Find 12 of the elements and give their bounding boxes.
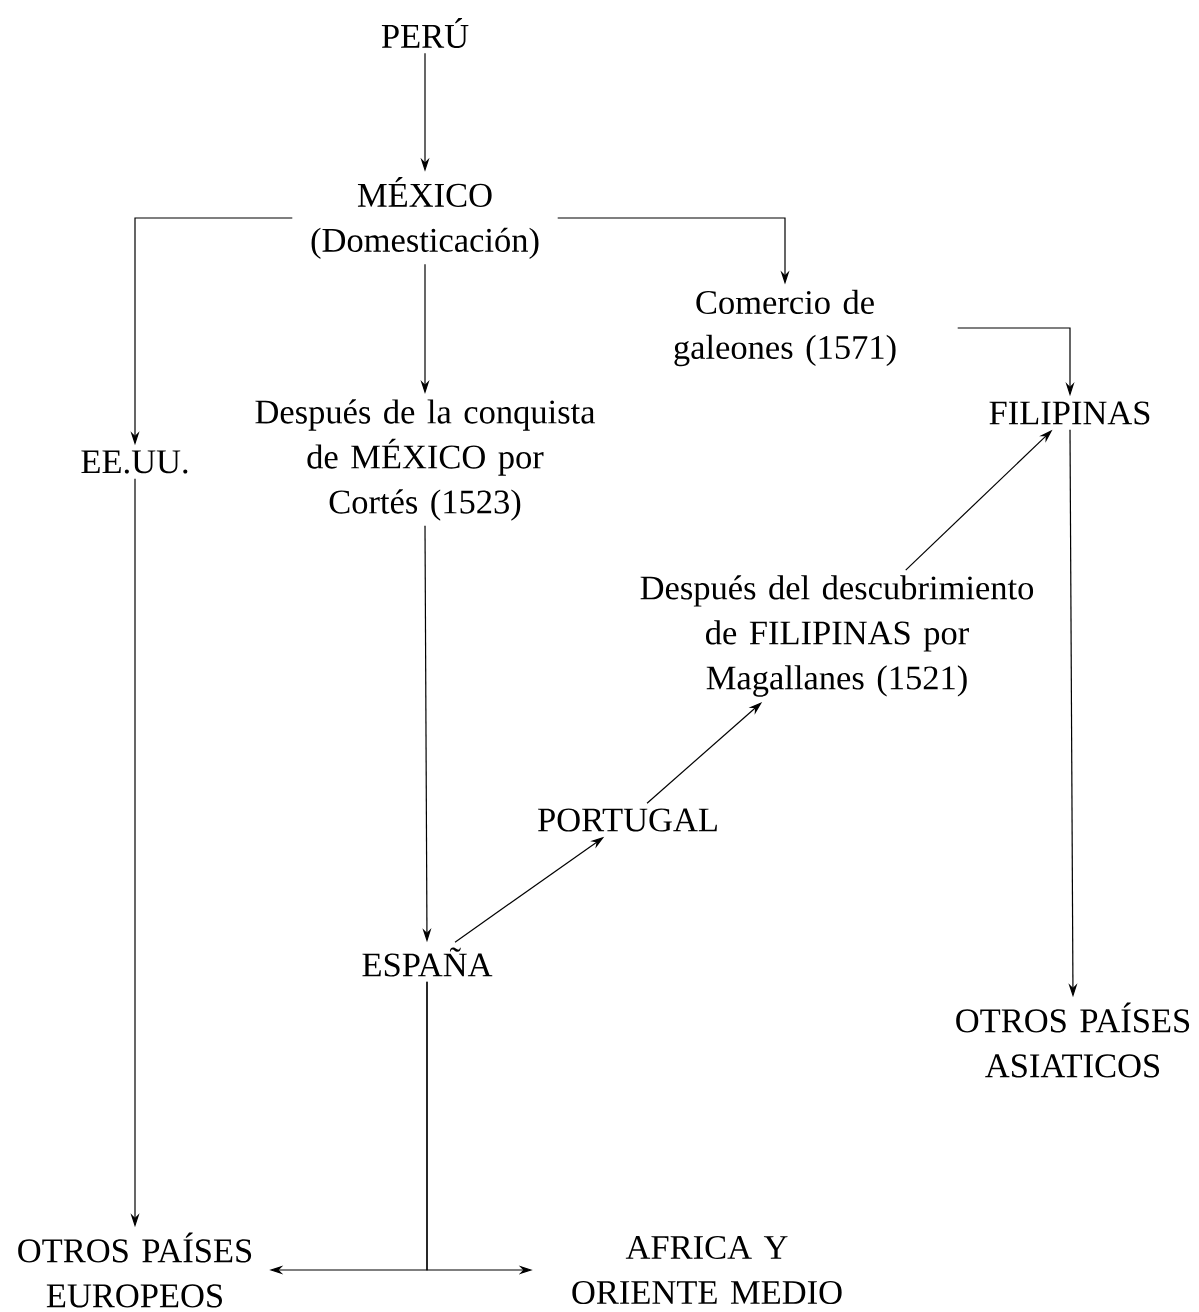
flow-label: OTROS PAÍSES EUROPEOS <box>18 1232 252 1308</box>
flow-label: EE.UU. <box>81 450 188 474</box>
flow-label: AFRICA Y ORIENTE MEDIO <box>572 1235 842 1305</box>
flow-label: Comercio de galeones (1571) <box>674 289 896 367</box>
flow-label: Después de la conquista de MÉXICO por Cortés (1523) <box>255 399 596 521</box>
flow-label: OTROS PAÍSES ASIATICOS <box>956 1002 1190 1078</box>
flow-label: Después del descubrimiento de FILIPINAS por Magallanes (1521) <box>640 575 1034 697</box>
flow-label: FILIPINAS <box>989 401 1150 425</box>
flow-label: PORTUGAL <box>538 808 717 832</box>
flow-label: PERÚ <box>381 18 469 48</box>
flow-label: ESPAÑA <box>362 947 493 977</box>
flow-label: MÉXICO (Domesticación) <box>311 177 539 259</box>
